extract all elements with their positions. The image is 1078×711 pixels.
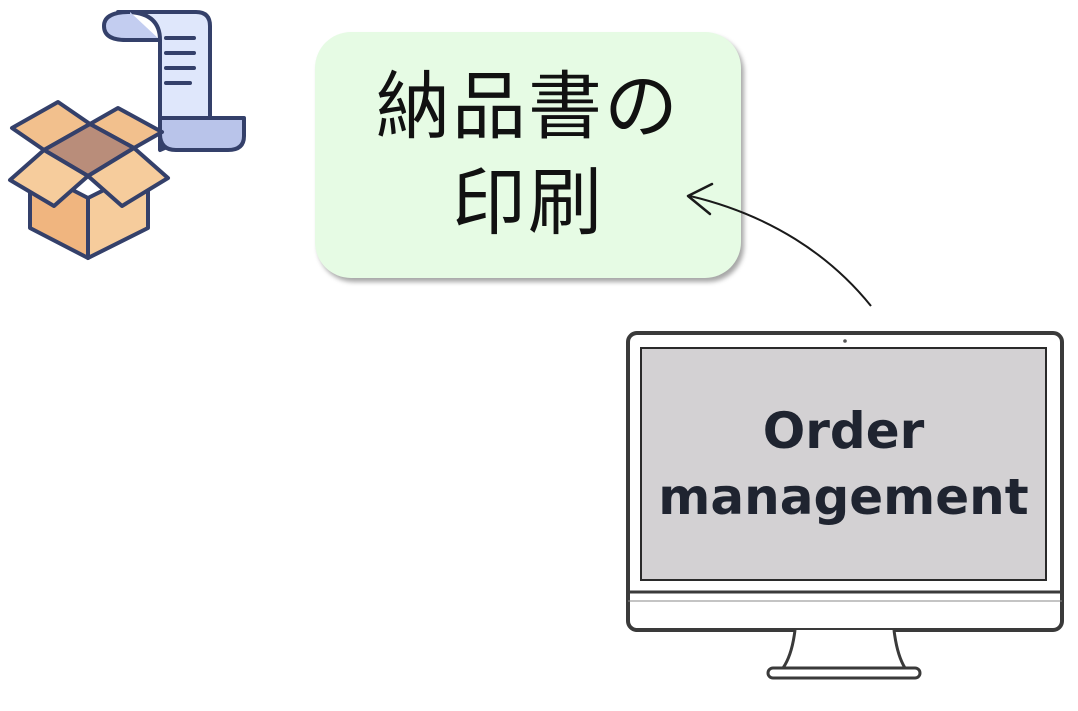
desktop-monitor-icon xyxy=(626,331,1064,680)
monitor-screen-label: Order management xyxy=(641,348,1046,580)
receipt-scroll-icon xyxy=(102,10,246,152)
screen-line-1: Order xyxy=(762,402,925,460)
label-line-1: 納品書の xyxy=(376,64,680,150)
label-line-2: 印刷 xyxy=(452,160,604,246)
package-receipt-icon xyxy=(8,10,246,260)
invoice-print-label: 納品書の 印刷 xyxy=(315,32,741,278)
package-box-icon xyxy=(8,100,170,260)
screen-line-2: management xyxy=(658,468,1029,526)
